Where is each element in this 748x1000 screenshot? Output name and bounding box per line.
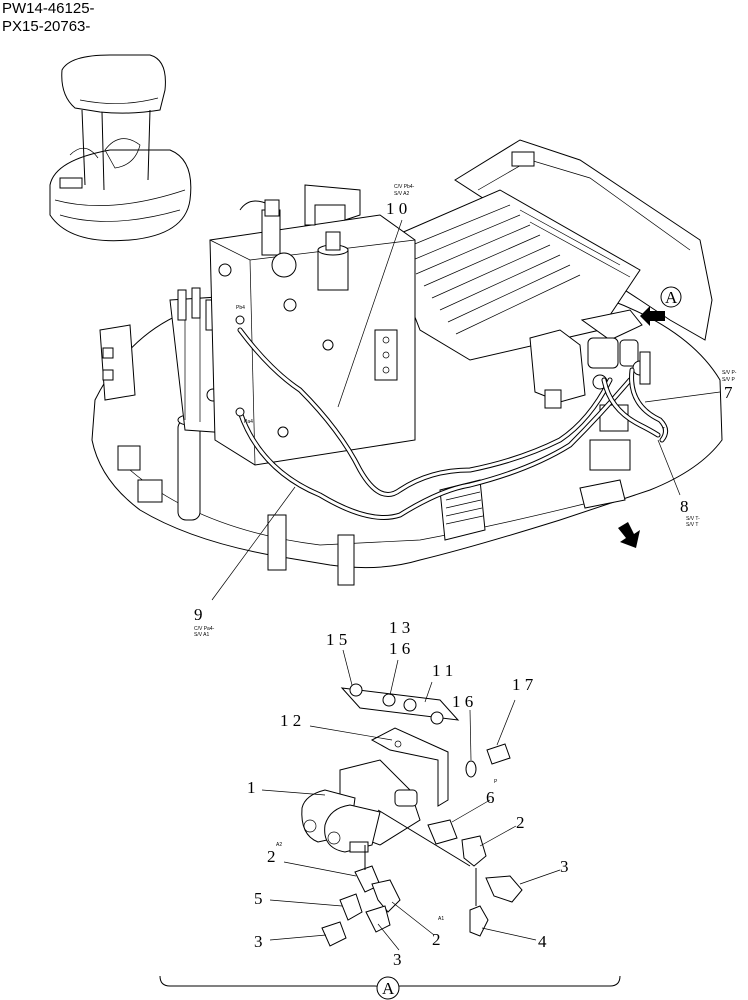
forward-arrow xyxy=(618,522,640,548)
callout-5: 5 xyxy=(254,889,263,908)
callout-16-top: 1 6 xyxy=(389,639,410,658)
callout-13: 1 3 xyxy=(389,618,410,637)
hoses xyxy=(237,327,668,520)
serial-range-1: PW14-46125- xyxy=(2,0,95,17)
callout-3-right: 3 xyxy=(560,857,569,876)
port-label-a1: A1 xyxy=(438,916,444,922)
port-label-p: P xyxy=(494,779,498,785)
leader-7 xyxy=(644,391,721,403)
note-10-line2: S/V A2 xyxy=(394,191,410,197)
note-8-line1: S/V T- xyxy=(686,516,700,522)
note-10-line1: C/V Pb4- xyxy=(394,184,415,190)
callout-15: 1 5 xyxy=(326,630,347,649)
callout-17: 1 7 xyxy=(512,675,534,694)
view-a-label: A xyxy=(665,288,678,307)
note-7-line2: S/V P xyxy=(722,377,735,383)
callout-7: 7 xyxy=(724,383,733,402)
callout-8: 8 xyxy=(680,497,689,516)
callout-4: 4 xyxy=(538,932,547,951)
bracket-12 xyxy=(370,727,449,807)
callout-3-bottom: 3 xyxy=(393,950,402,969)
plate-11 xyxy=(340,687,460,721)
callout-10: 1 0 xyxy=(386,199,407,218)
callout-2-left: 2 xyxy=(267,847,276,866)
hydraulic-tank xyxy=(209,184,416,466)
callout-11: 1 1 xyxy=(432,661,453,680)
detail-a-circle xyxy=(376,976,400,1000)
note-9-line1: C/V Pa4- xyxy=(194,626,215,632)
port-label-a2: A2 xyxy=(276,842,282,848)
view-a-arrow: A xyxy=(640,286,682,326)
port-label-t: T xyxy=(662,427,665,433)
detail-a-label: A xyxy=(382,979,395,998)
note-8-line2: S/V T xyxy=(686,522,698,528)
machine-thumbnail xyxy=(49,54,192,242)
engine-cover xyxy=(384,189,641,361)
port-pb4-fitting xyxy=(235,315,245,325)
callout-2-right: 2 xyxy=(516,813,525,832)
callout-16-right: 1 6 xyxy=(452,692,473,711)
callout-12: 1 2 xyxy=(280,711,301,730)
leader-9 xyxy=(211,486,296,601)
upper-frame xyxy=(91,139,723,586)
callout-3-left: 3 xyxy=(254,932,263,951)
detail-a-exploded xyxy=(301,683,523,947)
port-pa4-fitting xyxy=(235,407,245,417)
port-label-pa4: Pa4 xyxy=(244,419,253,425)
note-7-line1: S/V P- xyxy=(722,370,737,376)
callout-2-bottom: 2 xyxy=(432,930,441,949)
leader-8 xyxy=(657,439,681,496)
serial-range-2: PX15-20763- xyxy=(2,18,91,35)
callout-6-right: 6 xyxy=(486,788,495,807)
leader-10 xyxy=(337,219,403,408)
note-9-line2: S/V A1 xyxy=(194,632,210,638)
vent-panel xyxy=(439,479,486,541)
port-label-pb4: Pb4 xyxy=(236,305,245,311)
callout-1: 1 xyxy=(247,778,256,797)
callout-9: 9 xyxy=(194,605,203,624)
